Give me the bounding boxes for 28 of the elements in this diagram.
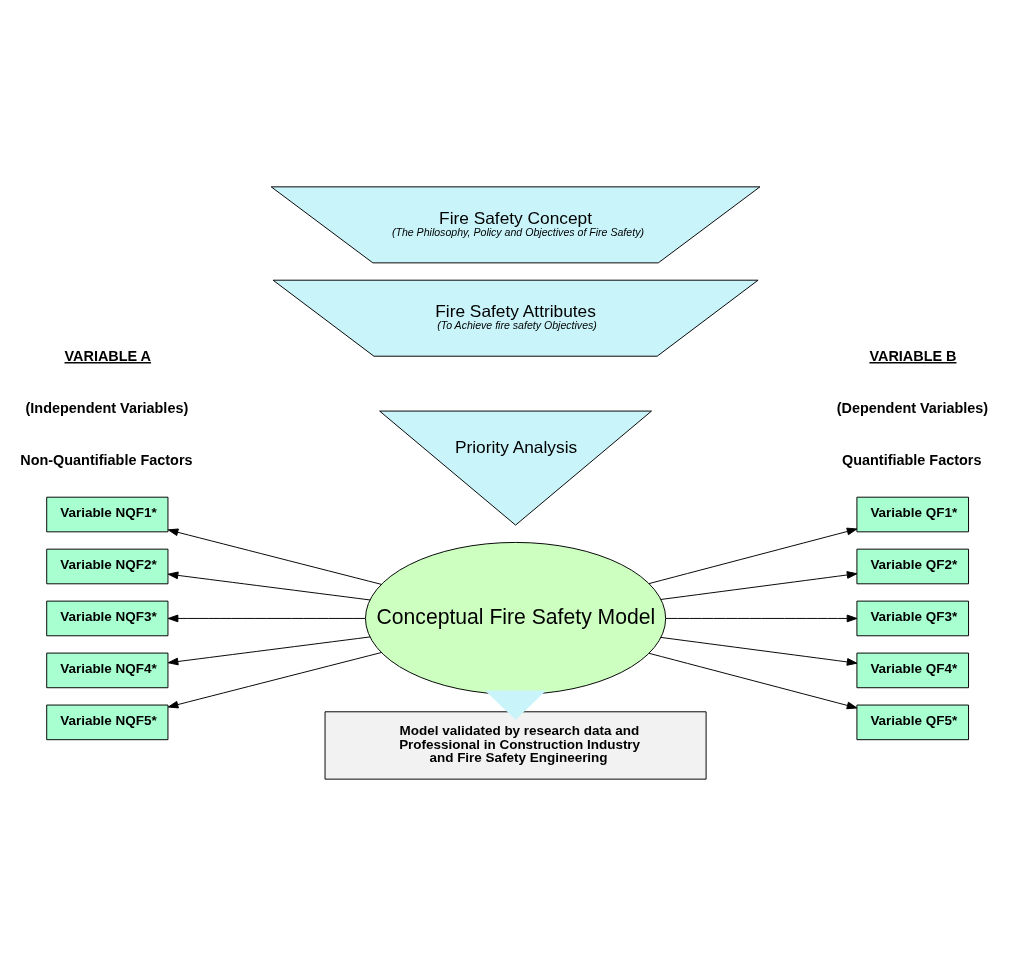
node-box: Variable QF1* (856, 496, 969, 533)
node-box: Variable QF3* (856, 600, 969, 637)
arrow (484, 690, 547, 720)
label: Quantifiable Factors (842, 451, 982, 468)
node-box: Variable NQF3* (46, 600, 169, 637)
arrow (167, 528, 382, 585)
node-box: Variable NQF2* (46, 548, 169, 585)
arrow (648, 527, 858, 585)
label: VARIABLE A (64, 348, 152, 365)
arrow (167, 571, 371, 601)
arrow (665, 614, 858, 623)
node-box: Variable QF4* (856, 652, 969, 689)
node-box: Variable NQF5* (46, 704, 169, 741)
arrow (660, 571, 858, 600)
label: Non-Quantifiable Factors (20, 451, 193, 468)
node-box: Variable NQF1* (46, 496, 169, 533)
arrow (660, 636, 858, 666)
label: (Dependent Variables) (836, 399, 989, 416)
arrow (648, 652, 858, 710)
arrow (167, 614, 366, 623)
arrow (167, 636, 371, 666)
label: (Independent Variables) (25, 399, 189, 416)
node-box: Variable QF2* (856, 548, 969, 585)
node-box: Variable QF5* (856, 704, 969, 741)
arrow (167, 652, 382, 709)
label: VARIABLE B (869, 348, 957, 365)
node-box: Variable NQF4* (46, 652, 169, 689)
node-box: Model validated by research data and Professional in Construction Industry and Fire Safety Engineering (324, 711, 707, 780)
